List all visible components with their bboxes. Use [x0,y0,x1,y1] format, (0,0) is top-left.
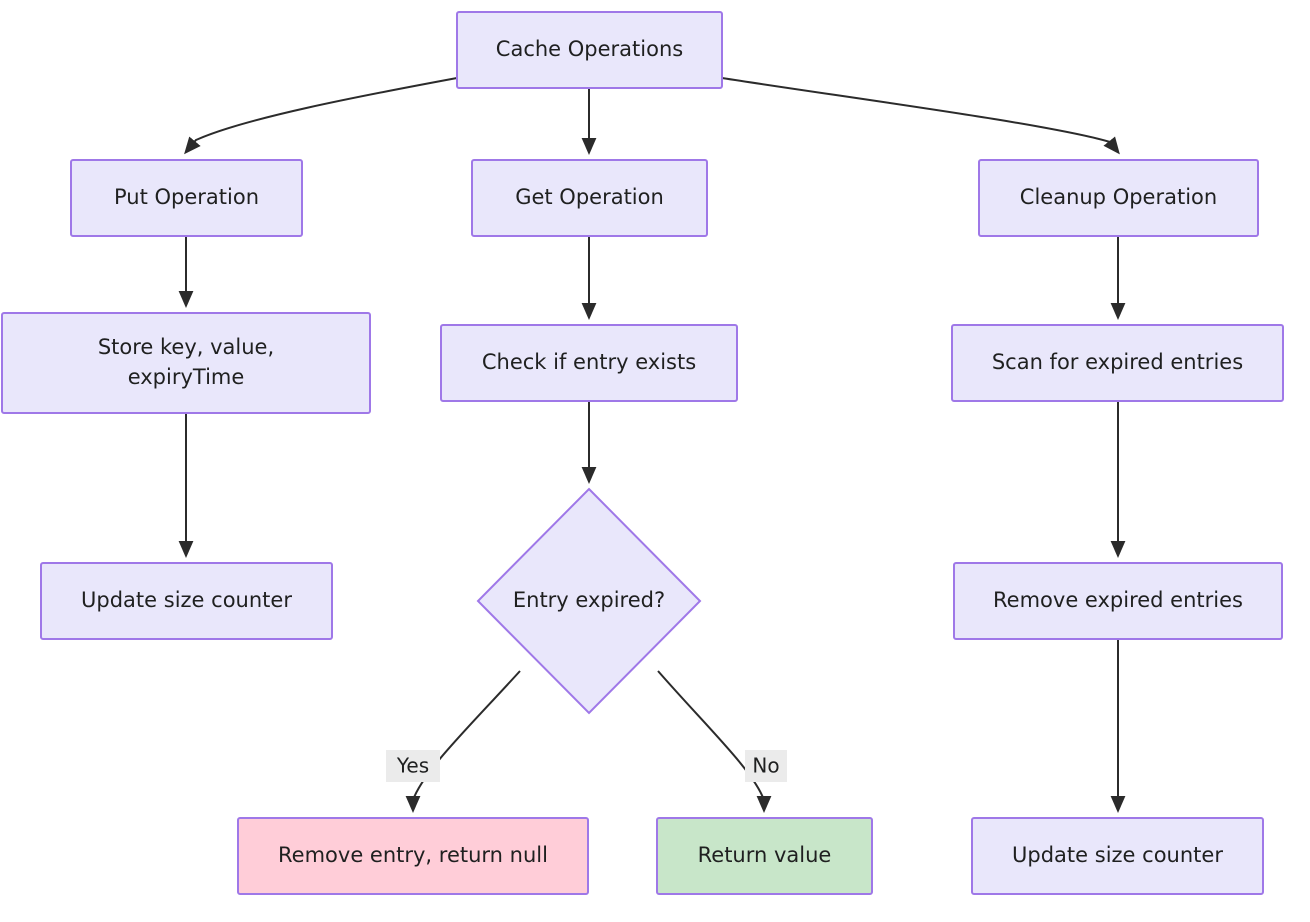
node-label-cache-operations: Cache Operations [496,37,683,61]
node-label-update-size-counter-left: Update size counter [81,588,292,612]
node-label-cleanup-operation: Cleanup Operation [1020,185,1217,209]
node-remove-entry-return-null[interactable]: Remove entry, return null [237,817,589,895]
flow-edge-cache-operations-to-put-operation [184,77,458,155]
node-scan-expired[interactable]: Scan for expired entries [951,324,1284,402]
node-return-value[interactable]: Return value [656,817,873,895]
node-cache-operations[interactable]: Cache Operations [456,11,723,89]
node-label-remove-entry-return-null: Remove entry, return null [278,843,548,867]
node-shape-rect [440,324,738,402]
node-shape-rect [456,11,723,89]
edge-label-yes: Yes [386,750,440,782]
edge-label-background [386,750,440,782]
node-put-operation[interactable]: Put Operation [70,159,303,237]
edge-label-text: No [752,754,779,778]
edge-label-text: Yes [396,754,429,778]
edge-label-background [745,750,787,782]
node-shape-rect [237,817,589,895]
node-check-entry-exists[interactable]: Check if entry exists [440,324,738,402]
edges-layer [178,77,1126,813]
node-shape-rect [1,312,371,414]
node-get-operation[interactable]: Get Operation [471,159,708,237]
node-label-check-entry-exists: Check if entry exists [482,350,696,374]
flow-edge-cache-operations-to-cleanup-operation [721,77,1120,155]
node-shape-rect [971,817,1264,895]
node-label-entry-expired: Entry expired? [513,588,665,612]
node-label-scan-expired: Scan for expired entries [992,350,1243,374]
node-update-size-counter-left[interactable]: Update size counter [40,562,333,640]
node-store-key-value[interactable]: Store key, value,expiryTime [1,312,371,414]
node-shape-rect [978,159,1259,237]
node-entry-expired[interactable]: Entry expired? [476,487,702,715]
node-shape-rect [471,159,708,237]
node-shape-rect [951,324,1284,402]
node-label-update-size-counter-right: Update size counter [1012,843,1223,867]
flow-edge-entry-expired-to-remove-entry-return-null [405,670,521,813]
edge-labels-layer: Yes No [386,750,787,782]
node-remove-expired-entries[interactable]: Remove expired entries [953,562,1283,640]
node-update-size-counter-right[interactable]: Update size counter [971,817,1264,895]
node-shape-diamond [476,487,702,715]
node-shape-rect [40,562,333,640]
node-label-put-operation: Put Operation [114,185,259,209]
flow-edge-entry-expired-to-return-value [657,670,772,813]
node-cleanup-operation[interactable]: Cleanup Operation [978,159,1259,237]
node-label-store-key-value: Store key, value,expiryTime [98,335,274,389]
edge-label-no: No [745,750,787,782]
node-shape-rect [953,562,1283,640]
node-shape-rect [656,817,873,895]
node-label-get-operation: Get Operation [515,185,664,209]
node-label-remove-expired-entries: Remove expired entries [993,588,1243,612]
node-label-return-value: Return value [698,843,832,867]
node-shape-rect [70,159,303,237]
